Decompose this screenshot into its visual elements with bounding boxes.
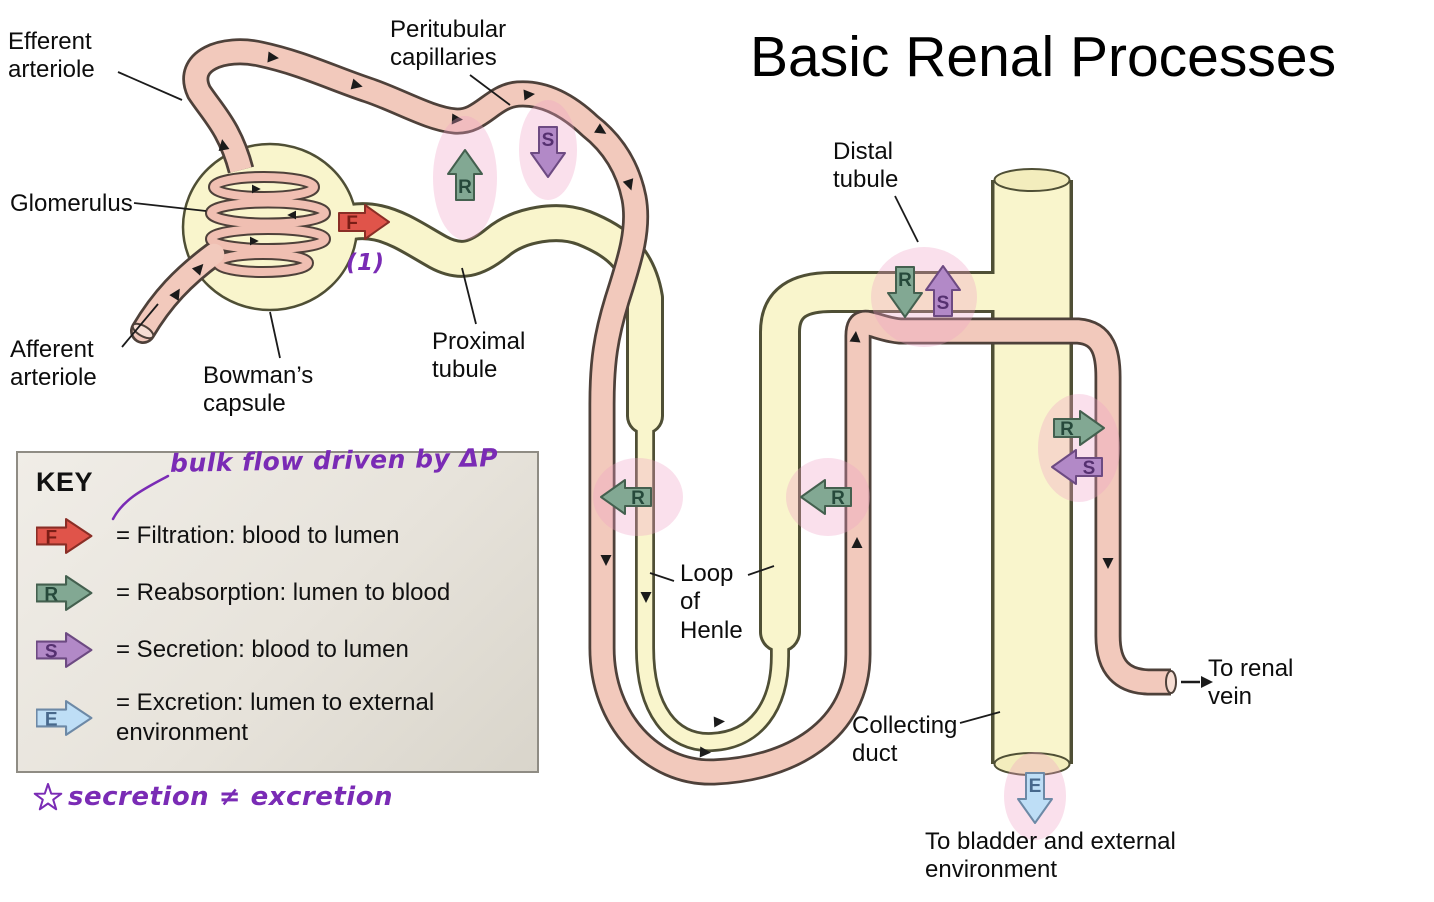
process-arrows: F R S R S R R — [338, 126, 1105, 824]
annotation-secretion-note: secretion ≠ excretion — [68, 782, 394, 812]
reabsorption-arrow-icon: R — [36, 575, 93, 611]
label-glomerulus: Glomerulus — [10, 190, 133, 217]
svg-text:F: F — [45, 527, 57, 548]
key-item-reabsorption: R = Reabsorption: lumen to blood — [36, 574, 519, 612]
key-item-excretion-text: = Excretion: lumen to external environme… — [116, 689, 435, 746]
label-efferent-arteriole: Efferent arteriole — [8, 28, 95, 84]
excretion-arrow-icon: E — [36, 700, 93, 736]
key-heading: KEY — [36, 467, 94, 497]
label-distal-tubule: Distal tubule — [833, 138, 899, 194]
glomerulus-coils — [205, 171, 331, 278]
blood-vessels — [130, 38, 1177, 786]
svg-text:F: F — [346, 213, 358, 234]
svg-text:R: R — [831, 488, 845, 509]
key-item-reabsorption-text: = Reabsorption: lumen to blood — [116, 579, 451, 606]
secretion-arrow-icon: S — [36, 632, 93, 668]
reabsorption-arrow-collecting-duct: R — [1053, 410, 1105, 446]
label-collecting-duct: Collecting duct — [852, 712, 958, 768]
key-item-filtration: F = Filtration: blood to lumen — [36, 517, 519, 555]
page-title: Basic Renal Processes — [750, 25, 1337, 89]
svg-text:R: R — [1060, 419, 1074, 440]
svg-text:E: E — [1029, 776, 1042, 797]
svg-text:R: R — [44, 584, 58, 605]
flow-direction-arrows — [169, 51, 1213, 758]
leader-lines — [117, 71, 1001, 724]
svg-text:S: S — [1083, 458, 1096, 479]
label-peritubular-capillaries: Peritubular capillaries — [390, 16, 507, 72]
label-to-bladder: To bladder and external environment — [925, 828, 1176, 884]
label-bowmans-capsule: Bowman’s capsule — [203, 362, 314, 418]
reabsorption-arrow-distal: R — [887, 266, 923, 318]
reabsorption-arrow-ascending-limb: R — [800, 479, 852, 515]
reabsorption-arrow-proximal: R — [447, 149, 483, 201]
svg-text:S: S — [937, 293, 950, 314]
key-item-secretion: S = Secretion: blood to lumen — [36, 631, 519, 669]
secretion-arrow-collecting-duct: S — [1051, 449, 1103, 485]
label-afferent-arteriole: Afferent arteriole — [10, 336, 97, 392]
svg-text:E: E — [45, 709, 58, 730]
secretion-arrow-proximal: S — [530, 126, 566, 178]
excretion-arrow: E — [1017, 772, 1053, 824]
svg-text:S: S — [45, 641, 58, 662]
svg-text:S: S — [542, 130, 555, 151]
key-item-filtration-text: = Filtration: blood to lumen — [116, 522, 400, 549]
key-panel: KEY F = Filtration: blood to lumen R = R… — [16, 451, 539, 773]
filtration-arrow-icon: F — [36, 518, 93, 554]
secretion-arrow-distal: S — [925, 265, 961, 317]
collecting-duct-top-opening — [993, 168, 1071, 192]
label-loop-of-henle: Loop of Henle — [680, 560, 743, 644]
renal-vein-pointer-head — [1201, 676, 1213, 688]
key-item-excretion: E = Excretion: lumen to external environ… — [36, 688, 519, 748]
annotation-step-number: (1) — [346, 250, 385, 276]
annotation-bulk-flow: bulk flow driven by ΔP — [169, 443, 499, 478]
key-item-secretion-text: = Secretion: blood to lumen — [116, 636, 409, 663]
svg-text:R: R — [458, 177, 472, 198]
svg-text:R: R — [898, 270, 912, 291]
reabsorption-arrow-descending-limb: R — [600, 479, 652, 515]
filtration-arrow: F — [338, 204, 390, 240]
label-to-renal-vein: To renal vein — [1208, 655, 1294, 711]
renal-vein-open-end — [1165, 670, 1177, 694]
label-proximal-tubule: Proximal tubule — [432, 328, 526, 384]
svg-text:R: R — [631, 488, 645, 509]
